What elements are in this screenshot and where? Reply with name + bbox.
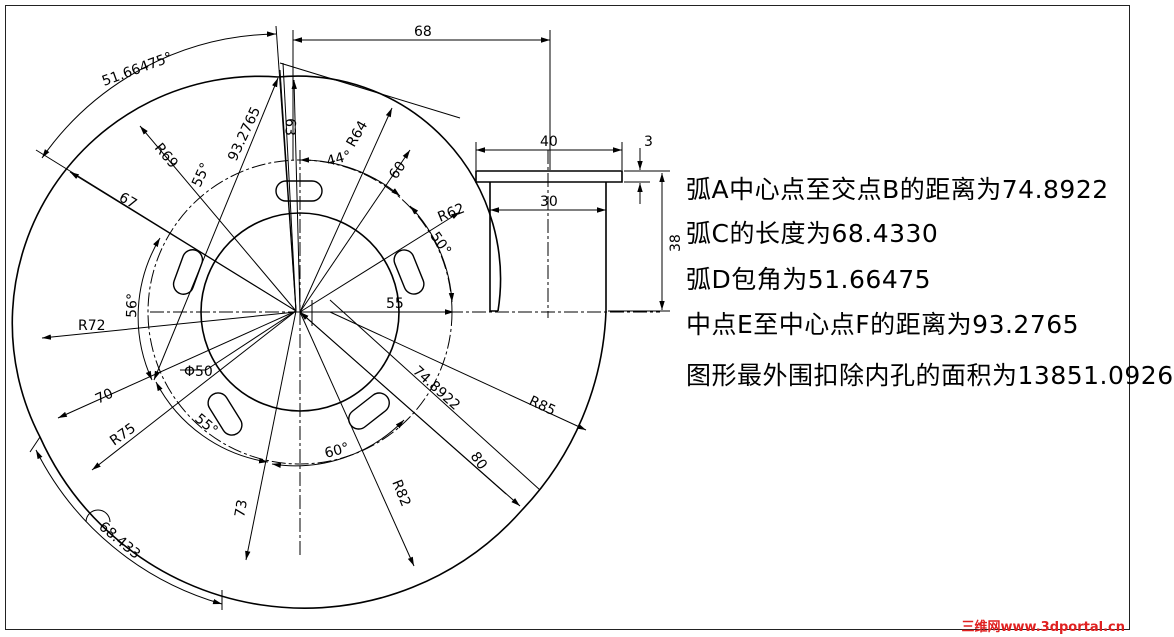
dim-angle-51: 51.66475° [100, 49, 175, 89]
note-line-5: 图形最外围扣除内孔的面积为13851.0926 [686, 361, 1174, 390]
note-line-3: 弧D包角为51.66475 [686, 265, 932, 294]
dim-55-bottom: 55° [191, 411, 220, 439]
outlet-pipe [475, 170, 623, 312]
dim-r62: R62 [436, 201, 468, 226]
dim-38: 38 [668, 234, 684, 252]
dim-55-top: 55° [189, 160, 214, 189]
dim-93: 93.2765 [225, 104, 264, 163]
dim-55-h: 55 [386, 296, 404, 312]
dim-68: 68 [414, 24, 432, 40]
dim-74: 74.8922 [409, 363, 463, 414]
dim-80: 80 [467, 449, 490, 473]
dim-r64: R64 [344, 118, 372, 150]
dim-phi50: Φ50 [184, 364, 213, 380]
watermark: 三维网www.3dportal.cn [961, 620, 1125, 635]
dim-40: 40 [540, 134, 558, 150]
dimension-lines [29, 25, 670, 610]
dim-30: 30 [540, 194, 558, 210]
dim-44: 44° [325, 148, 353, 170]
note-line-4: 中点E至中心点F的距离为93.2765 [686, 310, 1080, 339]
cad-drawing: 68 40 3 30 38 51.66475° R69 55° 93.2765 … [11, 24, 684, 610]
note-line-1: 弧A中心点至交点B的距离为74.8922 [686, 175, 1109, 204]
dim-60-bottom: 60° [323, 440, 351, 462]
dim-60: 60 [386, 159, 409, 183]
dim-r72: R72 [78, 318, 106, 334]
slot-top [275, 180, 323, 202]
drawing-canvas: 68 40 3 30 38 51.66475° R69 55° 93.2765 … [5, 5, 1173, 635]
dim-r75: R75 [107, 420, 139, 449]
outer-profile [11, 75, 607, 609]
dim-r82: R82 [388, 478, 413, 510]
note-line-2: 弧C的长度为68.4330 [686, 219, 939, 248]
dimension-labels: 68 40 3 30 38 51.66475° R69 55° 93.2765 … [78, 24, 684, 563]
dim-68433: 68.433 [95, 519, 143, 563]
drawing-frame [5, 5, 1130, 630]
dim-73: 73 [232, 498, 251, 518]
dim-70: 70 [93, 386, 116, 408]
slot-left [172, 249, 204, 295]
dim-63: 63 [281, 118, 298, 136]
dim-67: 67 [116, 190, 139, 213]
dim-3: 3 [644, 134, 653, 150]
dim-56: 56° [124, 293, 141, 318]
